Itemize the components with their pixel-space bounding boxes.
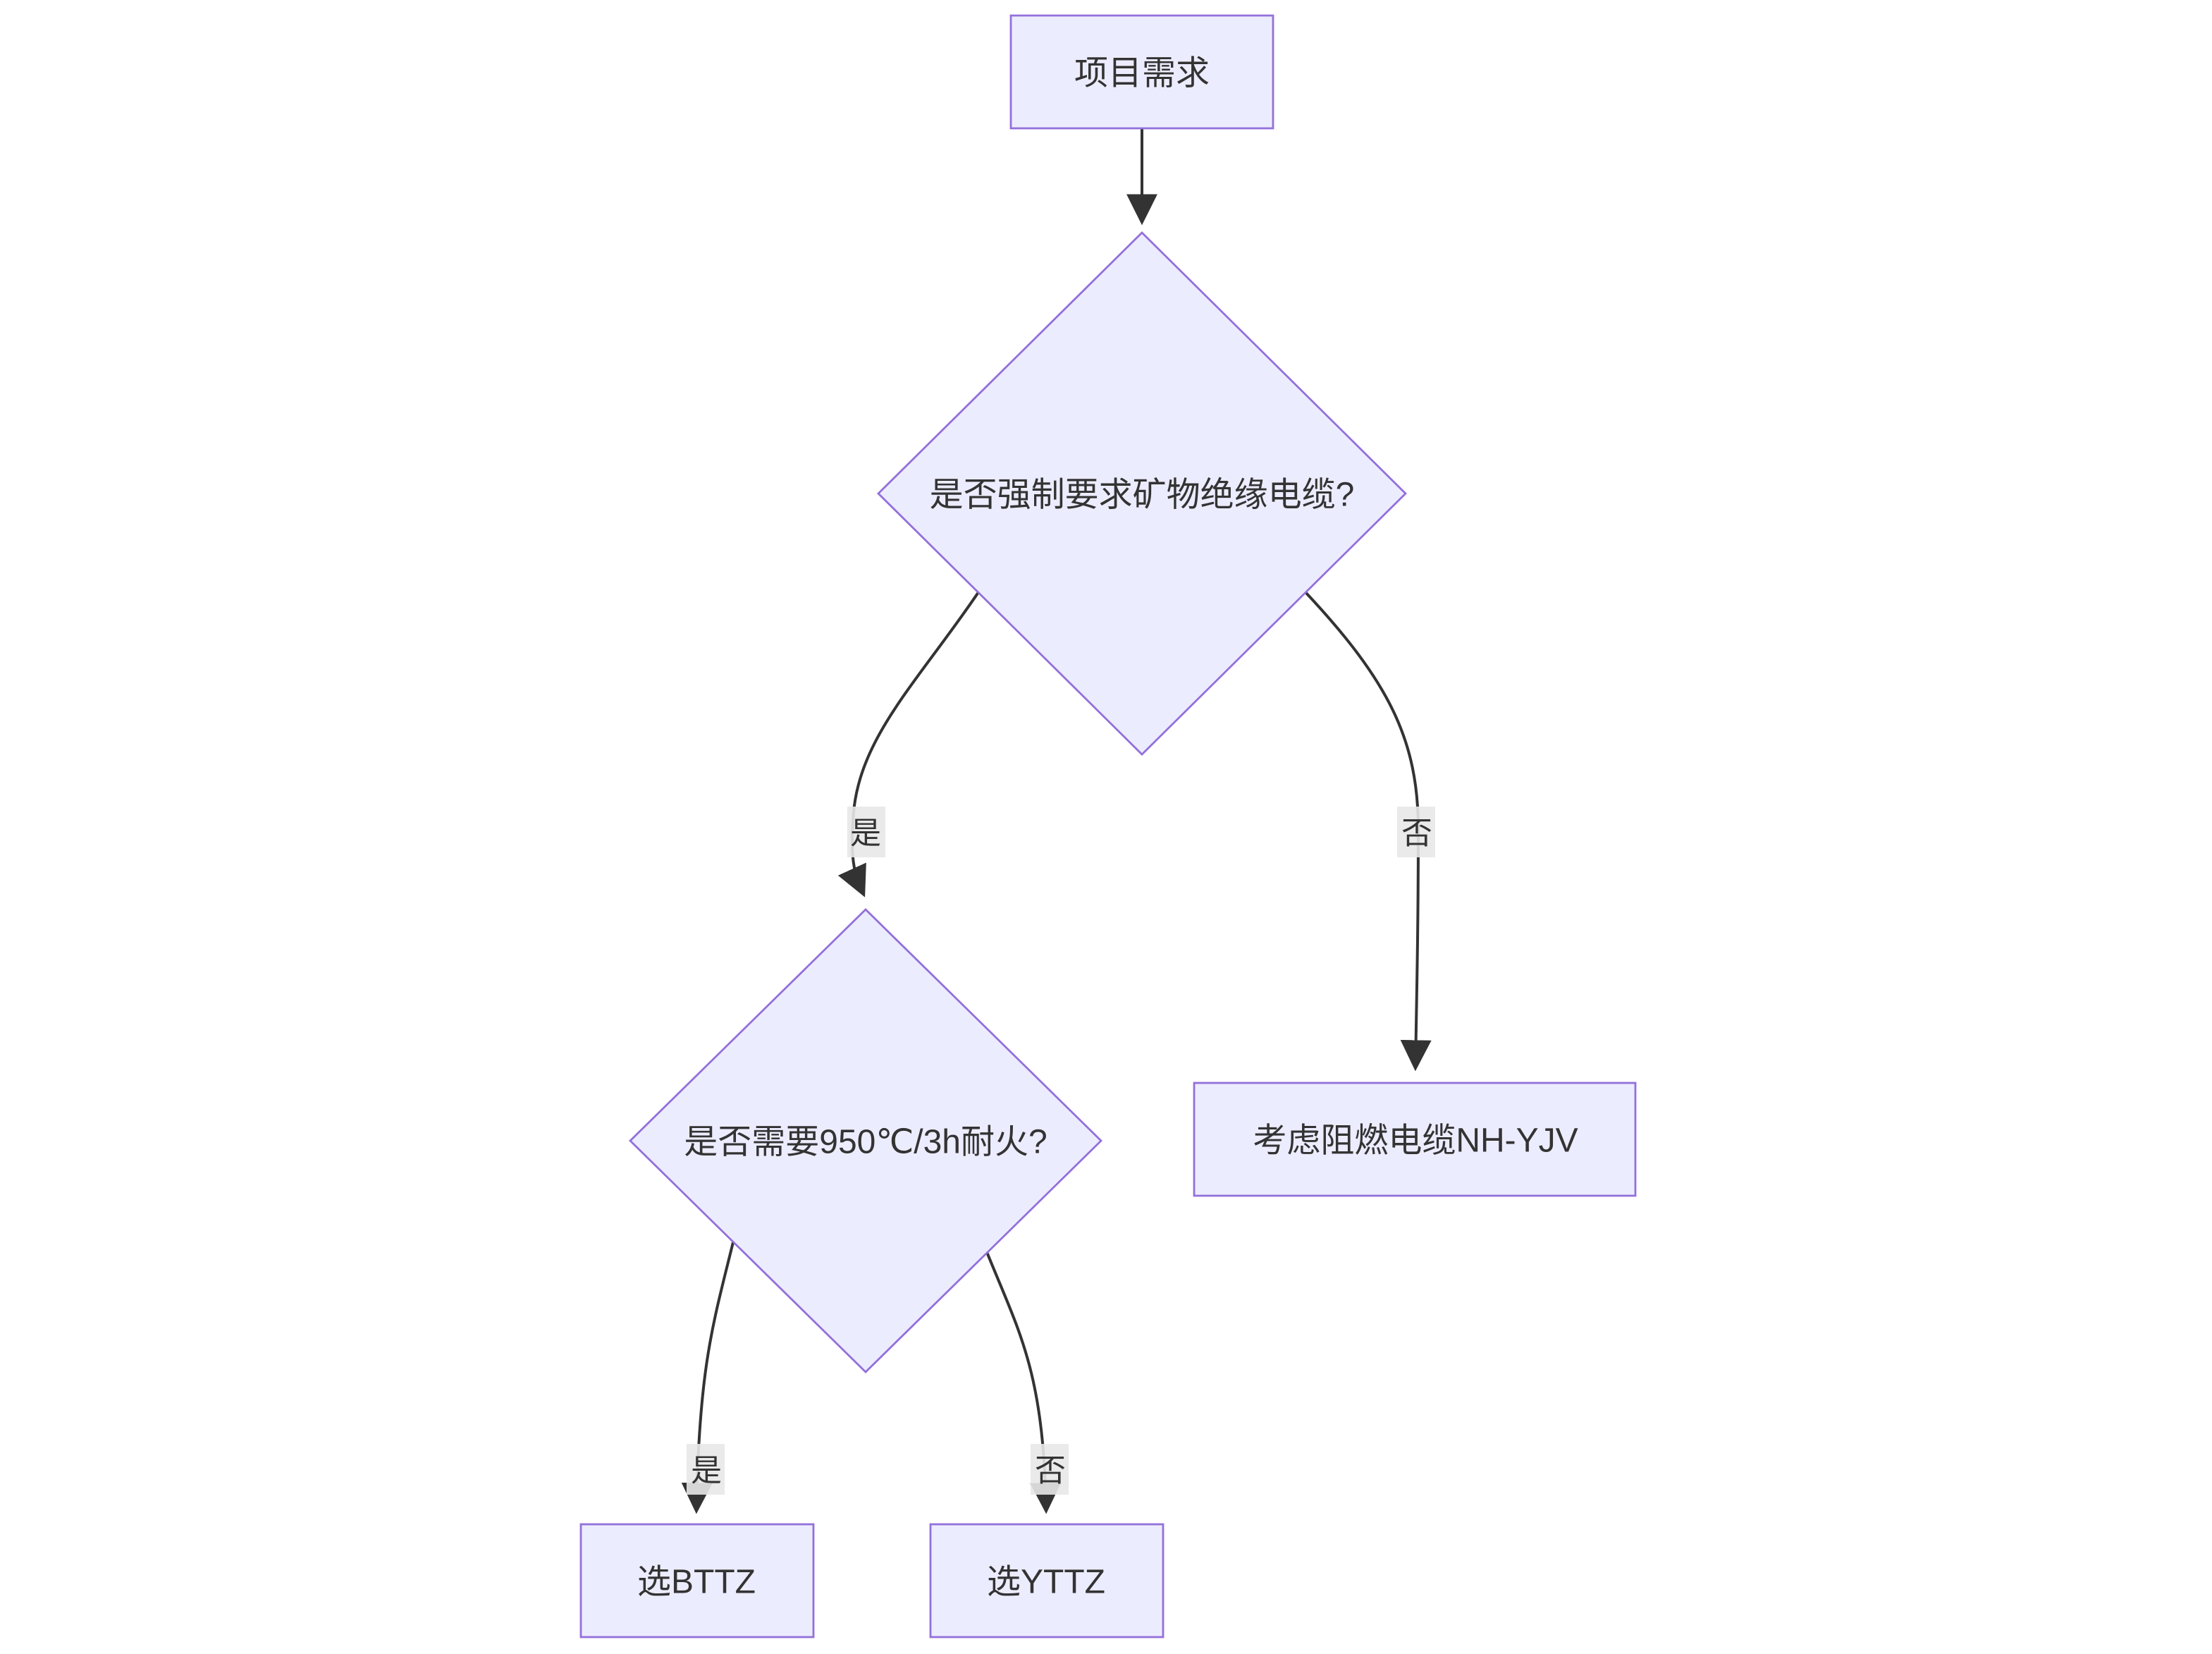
node-result-bttz-label: 选BTTZ	[637, 1564, 756, 1601]
edge-label-decision2-no: 否	[1031, 1444, 1069, 1495]
node-result-bttz: 选BTTZ	[579, 1523, 815, 1638]
edge-label-text: 否	[1035, 1454, 1066, 1488]
node-decision-fire-rating: 是否需要950℃/3h耐火?	[629, 908, 1102, 1373]
node-result-bttz-shape	[579, 1523, 815, 1638]
edge-label-bg	[1031, 1444, 1069, 1495]
edge-label-text: 是	[691, 1454, 722, 1488]
node-result-nh-yjv-label: 考虑阻燃电缆NH-YJV	[1253, 1122, 1578, 1160]
node-decision-fire-rating-shape	[629, 908, 1102, 1373]
edge-label-bg	[687, 1444, 725, 1495]
edge-label-decision2-yes: 是	[687, 1444, 725, 1495]
node-decision-mineral-cable: 是否强制要求矿物绝缘电缆?	[877, 231, 1407, 756]
node-start: 项目需求	[1009, 14, 1274, 130]
node-result-nh-yjv: 考虑阻燃电缆NH-YJV	[1193, 1082, 1637, 1197]
node-result-yttz-shape	[929, 1523, 1165, 1638]
edge-label-bg	[847, 807, 885, 857]
node-result-nh-yjv-shape	[1193, 1082, 1637, 1197]
node-result-yttz-label: 选YTTZ	[987, 1564, 1105, 1601]
node-decision-fire-rating-label: 是否需要950℃/3h耐火?	[684, 1124, 1047, 1161]
node-start-label: 项目需求	[1074, 55, 1210, 92]
edge-label-bg	[1397, 807, 1435, 857]
edge-line	[837, 591, 980, 898]
edge-label-decision1-yes: 是	[847, 807, 885, 857]
edge-label-decision1-no: 否	[1397, 807, 1435, 857]
edge-label-text: 否	[1401, 816, 1432, 851]
edge-label-text: 是	[850, 816, 881, 851]
node-decision-mineral-cable-label: 是否强制要求矿物绝缘电缆?	[930, 477, 1355, 514]
edge-decision1-yes-to-decision2	[837, 591, 980, 898]
node-decision-mineral-cable-shape	[877, 231, 1407, 756]
node-result-yttz: 选YTTZ	[929, 1523, 1165, 1638]
node-start-shape	[1009, 14, 1274, 130]
